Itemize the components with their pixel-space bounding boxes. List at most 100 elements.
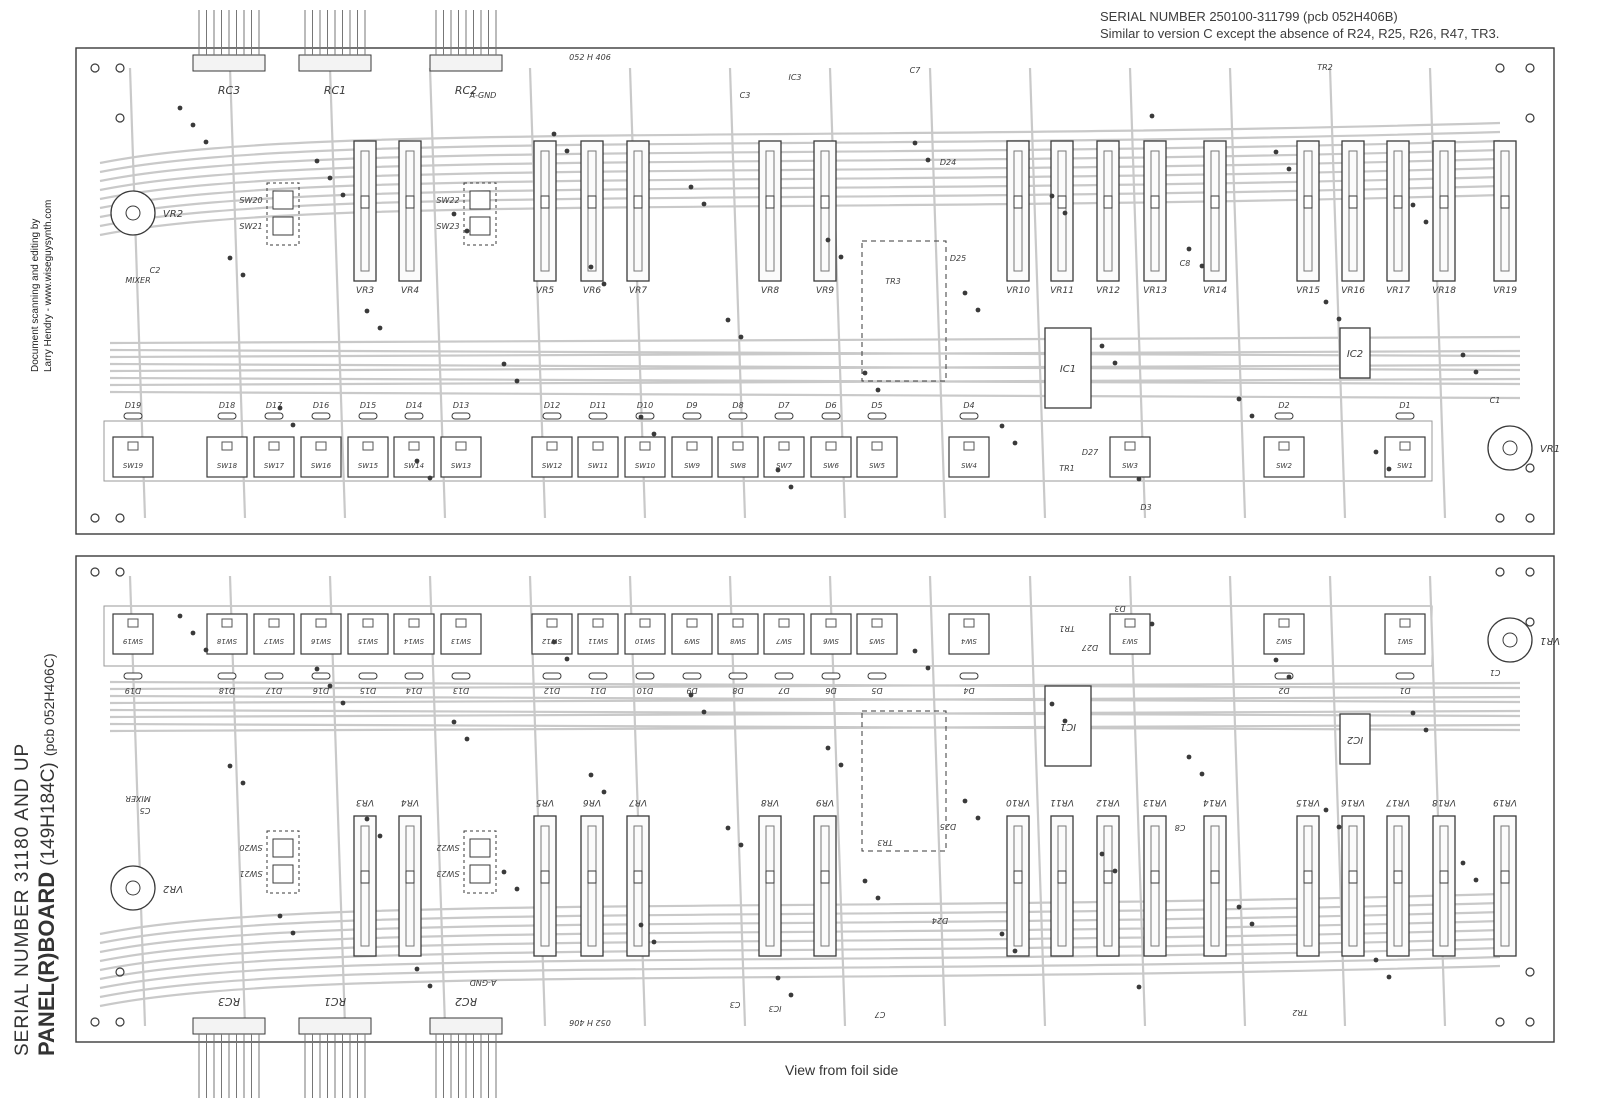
switch-sw13 xyxy=(440,613,482,655)
switch-body xyxy=(577,436,619,478)
switch-label: SW7 xyxy=(776,462,792,470)
chip-ic1 xyxy=(1044,685,1092,767)
via xyxy=(227,255,233,261)
switch-sw11 xyxy=(577,613,619,655)
slider-track xyxy=(540,150,550,272)
component-label: MIXER xyxy=(125,794,150,803)
via xyxy=(1249,413,1255,419)
slider-knob xyxy=(360,870,370,884)
slider-knob xyxy=(633,195,643,209)
slider-label: VR11 xyxy=(1050,797,1074,807)
slider-body xyxy=(1493,815,1517,957)
connector-body xyxy=(429,1017,503,1035)
diode-body xyxy=(217,672,237,680)
switch-sw16 xyxy=(300,613,342,655)
slider-knob xyxy=(405,870,415,884)
switch-sw17 xyxy=(253,436,295,478)
slider-body xyxy=(533,815,557,957)
via xyxy=(999,931,1005,937)
pcb-trace xyxy=(99,175,1501,219)
via xyxy=(203,647,209,653)
slider-label: VR3 xyxy=(356,797,374,807)
via xyxy=(1236,396,1242,402)
via xyxy=(327,175,333,181)
via xyxy=(775,467,781,473)
slider-vr6 xyxy=(580,140,604,282)
via xyxy=(501,869,507,875)
via xyxy=(1273,657,1279,663)
slider-vr12 xyxy=(1096,140,1120,282)
switch-body xyxy=(856,436,898,478)
switch-sw11 xyxy=(577,436,619,478)
slider-body xyxy=(1341,815,1365,957)
via xyxy=(1236,904,1242,910)
via xyxy=(1336,824,1342,830)
slider-label: VR7 xyxy=(629,286,647,296)
switch-label: SW13 xyxy=(451,637,471,645)
via xyxy=(1286,166,1292,172)
mounting-hole xyxy=(115,1017,125,1027)
slider-knob xyxy=(1348,870,1358,884)
slider-track xyxy=(1393,150,1403,272)
component-label: TR1 xyxy=(1059,624,1075,633)
diode-label: D12 xyxy=(544,686,560,695)
via xyxy=(651,431,657,437)
diode-label: D18 xyxy=(219,686,235,695)
slider-vr7 xyxy=(626,140,650,282)
mounting-hole xyxy=(115,113,125,123)
component-label: D27 xyxy=(1081,643,1098,652)
switch-label: SW23 xyxy=(436,869,459,878)
slider-label: VR14 xyxy=(1203,286,1227,296)
slider-body xyxy=(1006,815,1030,957)
trimmer-label: VR2 xyxy=(163,883,183,894)
via xyxy=(701,201,707,207)
slider-knob xyxy=(1210,195,1220,209)
mounting-hole xyxy=(115,967,125,977)
pcb-trace xyxy=(99,955,1501,999)
slider-knob xyxy=(1500,195,1510,209)
switch-body xyxy=(531,436,573,478)
switch-body xyxy=(624,613,666,655)
pcb-trace xyxy=(99,166,1501,210)
switch-label: SW21 xyxy=(239,222,262,231)
slider-track xyxy=(1500,825,1510,947)
via xyxy=(725,317,731,323)
slider-vr10 xyxy=(1006,815,1030,957)
slider-label: VR16 xyxy=(1341,797,1365,807)
switch-actuator xyxy=(825,441,837,451)
switch-label: SW14 xyxy=(404,637,424,645)
switch-body xyxy=(206,613,248,655)
diode-label: D4 xyxy=(963,686,974,695)
slider-vr6 xyxy=(580,815,604,957)
slider-body xyxy=(1143,815,1167,957)
via xyxy=(240,272,246,278)
switch-body xyxy=(347,613,389,655)
diode-body xyxy=(542,412,562,420)
via xyxy=(1423,727,1429,733)
pcb-trace xyxy=(109,680,1521,690)
via xyxy=(1286,674,1292,680)
via xyxy=(838,254,844,260)
slider-label: VR12 xyxy=(1096,797,1120,807)
switch-sw15 xyxy=(347,436,389,478)
slider-label: VR5 xyxy=(536,797,554,807)
pcb-trace xyxy=(99,964,1501,1008)
switch-sw13 xyxy=(440,436,482,478)
switch-sw2 xyxy=(1263,436,1305,478)
via xyxy=(1473,877,1479,883)
switch-label: SW4 xyxy=(961,462,977,470)
switch-sw14 xyxy=(393,613,435,655)
side-board: PANEL(R)BOARD xyxy=(34,871,59,1056)
switch-actuator xyxy=(1278,441,1290,451)
slider-vr8 xyxy=(758,815,782,957)
slider-track xyxy=(1303,150,1313,272)
diode-label: D16 xyxy=(313,401,329,410)
switch-body xyxy=(671,436,713,478)
switch-actuator xyxy=(686,441,698,451)
switch-actuator xyxy=(455,441,467,451)
pcb-trace xyxy=(1028,67,1047,519)
board-outline xyxy=(75,555,1555,1043)
via xyxy=(588,772,594,778)
switch-sw8 xyxy=(717,436,759,478)
mounting-hole xyxy=(90,567,100,577)
